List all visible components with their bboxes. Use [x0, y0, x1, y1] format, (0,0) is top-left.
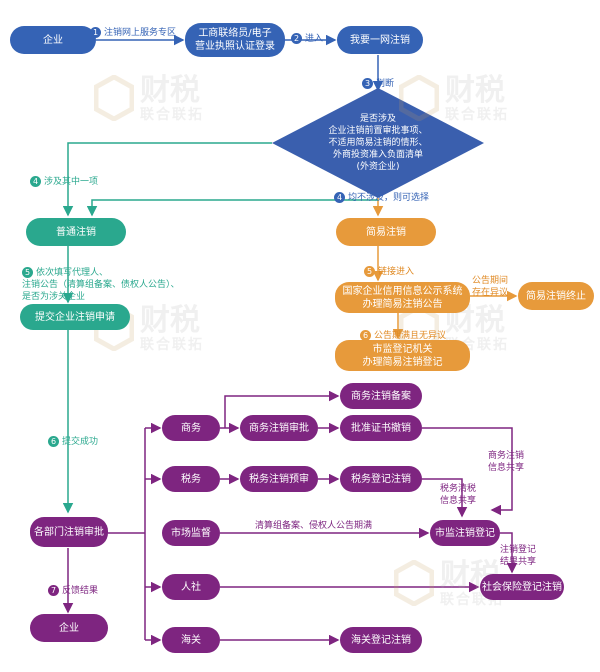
step-number-icon: 7: [48, 585, 59, 596]
social-security-node: 人社: [162, 574, 220, 600]
social-security-cancel-node: 社会保险登记注销: [480, 574, 564, 600]
arrow-icon: [62, 142, 272, 217]
watermark-text: 财税: [140, 303, 200, 338]
watermark-logo-icon: [399, 75, 439, 121]
step-number-icon: 4: [30, 176, 41, 187]
arrow-icon: [500, 532, 518, 574]
watermark-logo-icon: [94, 75, 134, 121]
step-number-icon: 5: [22, 267, 33, 278]
normal-cancel-node: 普通注销: [26, 218, 126, 246]
commerce-node: 商务: [162, 415, 220, 441]
step-number-icon: 6: [360, 330, 371, 341]
tax-node: 税务: [162, 466, 220, 492]
credit-notice-node: 国家企业信用信息公示系统 办理简易注销公告: [335, 282, 470, 313]
customs-node: 海关: [162, 627, 220, 653]
step-number-icon: 2: [291, 33, 302, 44]
decision-text: 是否涉及 企业注销前置审批事项、 不适用简易注销的情形、 外商投资准入负面清单 …: [328, 114, 428, 172]
tax-precheck-node: 税务注销预审: [240, 466, 318, 492]
step-number-icon: 6: [48, 436, 59, 447]
market-registration-node: 市监登记机关 办理简易注销登记: [335, 340, 470, 371]
one-net-cancel-node: 我要一网注销: [337, 26, 423, 54]
cancel-share-label: 注销登记 结果共享: [500, 545, 537, 567]
arrow-icon: [86, 199, 378, 217]
enterprise-end-node: 企业: [30, 614, 108, 642]
objection-label: 公告期间 存在异议: [472, 276, 509, 298]
tax-share-label: 税务清税 信息共享: [440, 484, 477, 506]
commerce-share-label: 商务注销 信息共享: [488, 451, 525, 473]
simple-cancel-node: 简易注销: [336, 218, 436, 246]
step-number-icon: 5: [364, 266, 375, 277]
market-cancel-node: 市监注销登记: [430, 520, 500, 546]
watermark-text: 财税: [140, 73, 200, 108]
watermark-subtext: 联合联拓: [140, 337, 204, 353]
submit-application-node: 提交企业注销申请: [20, 304, 130, 330]
enterprise-start-node: 企业: [10, 26, 96, 54]
department-review-node: 各部门注销审批: [30, 517, 108, 547]
step-number-icon: 3: [362, 78, 373, 89]
simple-cancel-end-node: 简易注销终止: [518, 282, 594, 310]
watermark: 财税 联合联拓: [94, 73, 204, 123]
watermark-subtext: 联合联拓: [445, 107, 509, 123]
commerce-review-node: 商务注销审批: [240, 415, 318, 441]
decision-diamond: [272, 88, 484, 198]
market-supervision-node: 市场监督: [162, 520, 220, 546]
watermark-subtext: 联合联拓: [140, 107, 204, 123]
tax-cancel-node: 税务登记注销: [340, 466, 422, 492]
step-number-icon: 4: [334, 192, 345, 203]
login-node: 工商联络员/电子 营业执照认证登录: [185, 23, 285, 57]
liquidation-note-label: 清算组备案、侵权人公告期满: [255, 521, 373, 531]
customs-cancel-node: 海关登记注销: [340, 627, 422, 653]
arrow-icon: [224, 390, 340, 428]
watermark: 财税 联合联拓: [94, 303, 204, 353]
watermark: 财税 联合联拓: [399, 73, 509, 123]
watermark-text: 财税: [445, 73, 505, 108]
certificate-revoke-node: 批准证书撤销: [340, 415, 422, 441]
commerce-filing-node: 商务注销备案: [340, 383, 422, 409]
arrow-icon: [422, 478, 468, 518]
watermark-logo-icon: [394, 560, 434, 606]
step-number-icon: 1: [90, 27, 101, 38]
arrow-icon: [422, 427, 513, 516]
